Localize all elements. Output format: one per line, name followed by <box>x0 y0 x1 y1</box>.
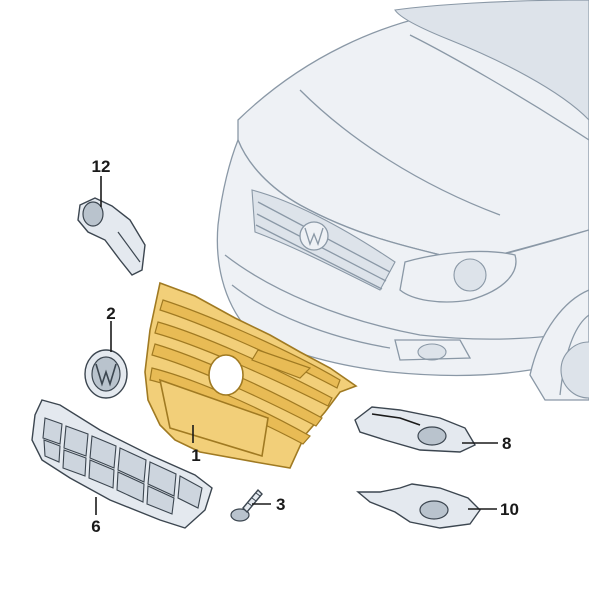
part-2-emblem <box>84 349 128 399</box>
leader-lines <box>95 176 498 515</box>
car-front-face <box>216 138 589 377</box>
car-windshield <box>394 0 589 121</box>
callout-12: 12 <box>92 157 111 176</box>
part-1-radiator-grille <box>144 281 358 469</box>
callout-2: 2 <box>106 304 115 323</box>
car-fog-light <box>417 343 447 361</box>
callout-10: 10 <box>500 500 519 519</box>
part-8-fog-light-cover <box>354 406 476 453</box>
callout-8: 8 <box>502 434 511 453</box>
callout-3: 3 <box>276 495 285 514</box>
callout-6: 6 <box>91 517 100 536</box>
part-3-screw <box>230 488 263 522</box>
callout-1: 1 <box>191 446 200 465</box>
part-10-fog-light-cover <box>356 483 481 529</box>
part-12-bracket <box>77 197 146 276</box>
car-badge <box>299 221 329 251</box>
car-front-illustration <box>216 0 589 401</box>
callout-labels: 12 2 1 3 6 8 10 <box>91 157 519 536</box>
part-6-lower-grille <box>31 399 213 529</box>
car-wheel <box>560 341 589 399</box>
